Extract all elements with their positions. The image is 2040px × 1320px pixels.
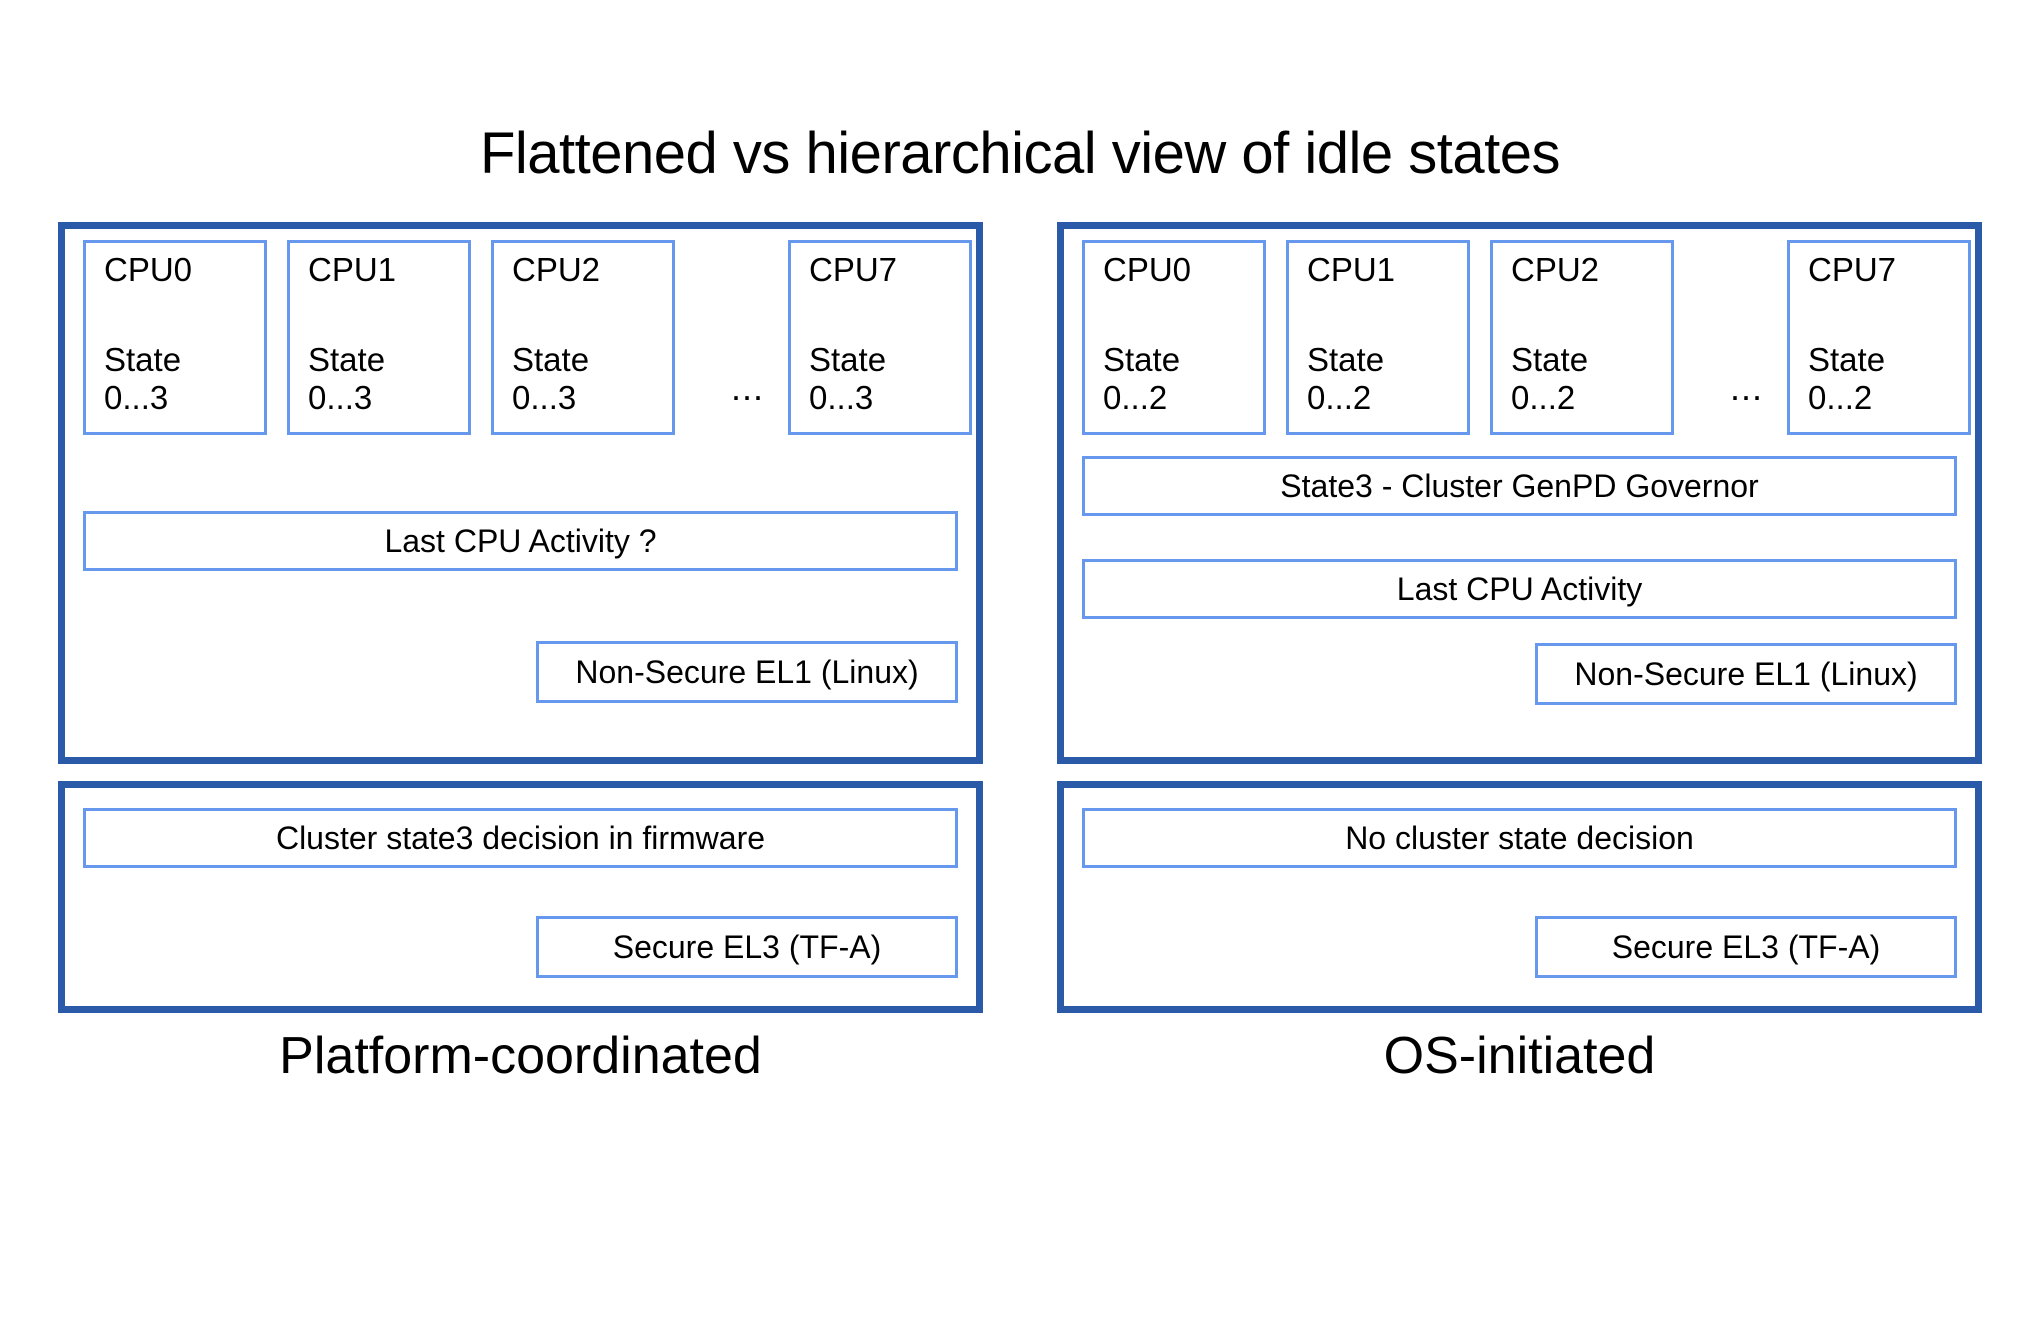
cpu-name: CPU7 [1808,251,1897,288]
secure-el3-label: Secure EL3 (TF-A) [1535,916,1957,978]
cpu-box-cpu7[interactable]: CPU7 State 0...3 [788,240,972,435]
caption-os-initiated: OS-initiated [1383,1027,1656,1085]
cpu-state-range: State 0...2 [1307,341,1385,417]
cpu-ellipsis: ... [1730,367,1764,408]
cpu-name: CPU1 [1307,251,1396,288]
cpu-name: CPU2 [1511,251,1600,288]
cpu-box-cpu2[interactable]: CPU2 State 0...3 [491,240,675,435]
cluster-state-decision-bar[interactable]: Cluster state3 decision in firmware [83,808,958,868]
caption-platform-coordinated: Platform-coordinated [279,1027,762,1085]
os-initiated-os-panel: CPU0 State 0...2 CPU1 State 0...2 CPU2 S… [1057,222,1982,764]
cpu-state-range: State 0...3 [308,341,386,417]
last-cpu-activity-bar[interactable]: Last CPU Activity [1082,559,1957,619]
platform-coordinated-column: CPU0 State 0...3 CPU1 State 0...3 CPU2 S… [58,222,983,1013]
cluster-genpd-governor-bar[interactable]: State3 - Cluster GenPD Governor [1082,456,1957,516]
non-secure-el1-label: Non-Secure EL1 (Linux) [1535,643,1957,705]
cpu-ellipsis: ... [731,367,765,408]
cpu-state-range: State 0...3 [512,341,590,417]
cpu-state-range: State 0...2 [1511,341,1589,417]
cpu-name: CPU7 [809,251,898,288]
cpu-box-cpu1[interactable]: CPU1 State 0...2 [1286,240,1470,435]
os-initiated-firmware-panel: No cluster state decision Secure EL3 (TF… [1057,781,1982,1013]
page-title: Flattened vs hierarchical view of idle s… [479,121,1561,186]
platform-coordinated-firmware-panel: Cluster state3 decision in firmware Secu… [58,781,983,1013]
cpu-name: CPU1 [308,251,397,288]
cpu-name: CPU2 [512,251,601,288]
cpu-name: CPU0 [104,251,193,288]
cpu-name: CPU0 [1103,251,1192,288]
cpu-box-cpu0[interactable]: CPU0 State 0...2 [1082,240,1266,435]
cpu-row: CPU0 State 0...3 CPU1 State 0...3 CPU2 S… [83,240,972,435]
cpu-state-range: State 0...3 [809,341,887,417]
cpu-row: CPU0 State 0...2 CPU1 State 0...2 CPU2 S… [1082,240,1971,435]
cpu-box-cpu1[interactable]: CPU1 State 0...3 [287,240,471,435]
cpu-box-cpu7[interactable]: CPU7 State 0...2 [1787,240,1971,435]
cpu-state-range: State 0...3 [104,341,182,417]
cpu-box-cpu2[interactable]: CPU2 State 0...2 [1490,240,1674,435]
cpu-state-range: State 0...2 [1103,341,1181,417]
os-initiated-column: CPU0 State 0...2 CPU1 State 0...2 CPU2 S… [1057,222,1982,1013]
secure-el3-label: Secure EL3 (TF-A) [536,916,958,978]
cluster-state-decision-bar[interactable]: No cluster state decision [1082,808,1957,868]
last-cpu-activity-bar[interactable]: Last CPU Activity ? [83,511,958,571]
cpu-state-range: State 0...2 [1808,341,1886,417]
non-secure-el1-label: Non-Secure EL1 (Linux) [536,641,958,703]
platform-coordinated-os-panel: CPU0 State 0...3 CPU1 State 0...3 CPU2 S… [58,222,983,764]
cpu-box-cpu0[interactable]: CPU0 State 0...3 [83,240,267,435]
